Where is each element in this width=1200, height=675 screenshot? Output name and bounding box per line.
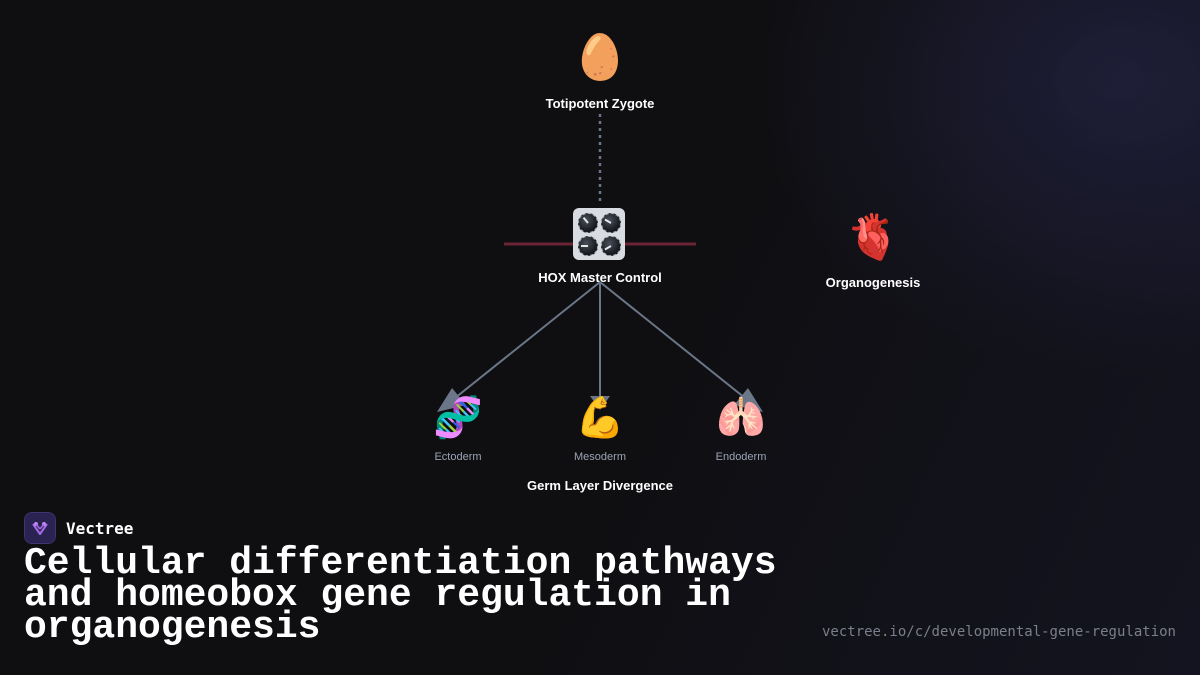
ectoderm-label: Ectoderm <box>434 451 482 463</box>
control-knobs-icon <box>573 208 625 260</box>
branch-ectoderm <box>454 281 601 399</box>
zygote-label: Totipotent Zygote <box>545 96 655 111</box>
arrowhead-ectoderm <box>437 388 466 412</box>
brand: Vectree <box>24 512 133 544</box>
knob <box>600 235 621 256</box>
germ-layer-caption: Germ Layer Divergence <box>527 478 673 493</box>
hox-label: HOX Master Control <box>538 270 662 285</box>
knob <box>577 212 598 233</box>
vectree-logo-icon <box>24 512 56 544</box>
knob <box>600 212 621 233</box>
arrowhead-endoderm <box>734 388 763 412</box>
brand-name: Vectree <box>66 518 134 538</box>
page-title: Cellular differentiation pathways and ho… <box>24 542 777 649</box>
endoderm-label: Endoderm <box>715 451 767 463</box>
egg-icon: 🥚 <box>572 32 628 83</box>
arrowhead-mesoderm <box>590 396 610 410</box>
branch-endoderm <box>599 281 746 399</box>
knob <box>577 235 598 256</box>
lungs-icon: 🫁 <box>716 395 766 441</box>
anatomical-heart-icon: 🫀 <box>845 212 901 263</box>
dna-icon: 🧬 <box>433 395 483 441</box>
organogenesis-label: Organogenesis <box>825 275 921 290</box>
flexed-biceps-icon: 💪 <box>575 395 625 441</box>
source-url[interactable]: vectree.io/c/developmental-gene-regulati… <box>821 624 1176 640</box>
mesoderm-label: Mesoderm <box>574 451 626 463</box>
